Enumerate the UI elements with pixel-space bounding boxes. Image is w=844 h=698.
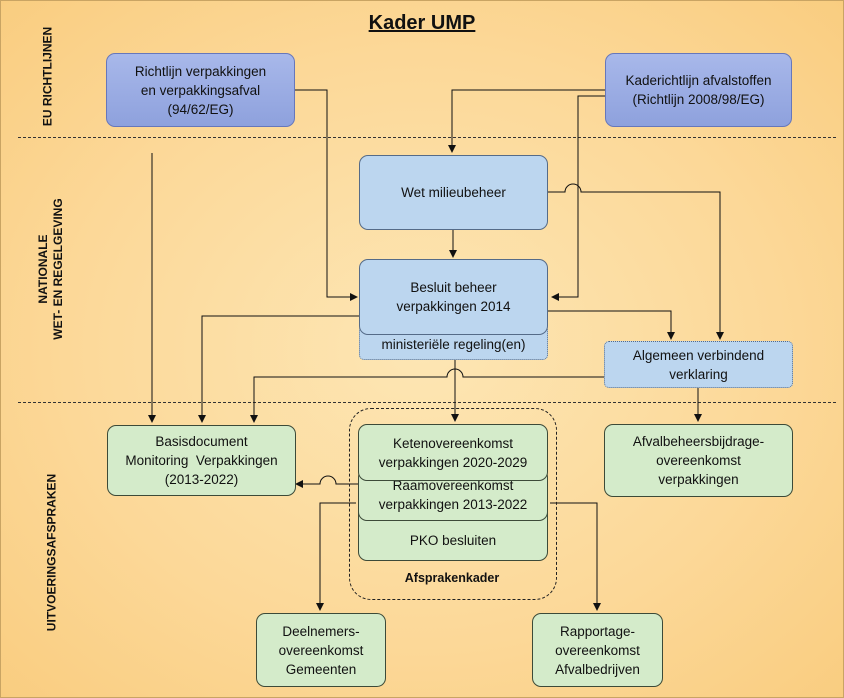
node-text-line: en verpakkingsafval bbox=[140, 82, 261, 98]
arrow-kader-to-rapportage bbox=[550, 502, 601, 611]
node-text-line: verklaring bbox=[669, 366, 728, 382]
node-text-line: Basisdocument bbox=[155, 434, 248, 449]
node-text-line: overeenkomst bbox=[656, 453, 741, 468]
arrow-besluit-to-avv bbox=[548, 310, 675, 340]
node-text-line: Kaderichtlijn afvalstoffen bbox=[625, 73, 772, 88]
node-text-line: Rapportage- bbox=[559, 623, 636, 639]
node-text-line: Afvalbedrijven bbox=[555, 661, 640, 677]
node-text-line: Deelnemers- bbox=[282, 623, 360, 639]
arrow-richtlijn-to-besluit bbox=[295, 89, 358, 301]
node-text-line: PKO besluiten bbox=[409, 533, 497, 548]
node-text-line: Gemeenten bbox=[285, 661, 357, 677]
arrow-wet-to-avv bbox=[548, 183, 724, 340]
node-text-line: Algemeen verbindend bbox=[632, 347, 765, 363]
node-text-line: Monitoring Verpakkingen bbox=[125, 453, 278, 468]
node-deelnemers-overeenkomst: Deelnemers- overeenkomst Gemeenten bbox=[256, 613, 386, 687]
node-text-line: Wet milieubeheer bbox=[401, 185, 506, 200]
node-text-line: verpakkingen bbox=[658, 472, 739, 487]
node-basisdocument-monitoring: Basisdocument Monitoring Verpakkingen (2… bbox=[107, 425, 296, 496]
arrow-kaderrichtlijn-to-wet bbox=[448, 89, 605, 153]
node-text-line: (2013-2022) bbox=[164, 472, 239, 487]
node-text-line: ministeriële regeling(en) bbox=[381, 337, 526, 352]
node-text-line: Afvalbeheersbijdrage- bbox=[632, 434, 765, 449]
arrow-kader-to-deelnemers bbox=[316, 502, 356, 611]
node-text-line: (Richtlijn 2008/98/EG) bbox=[632, 92, 765, 107]
node-text-line: Raamovereenkomst bbox=[392, 477, 514, 493]
node-text-line: verpakkingen 2014 bbox=[396, 299, 511, 314]
node-rapportage-overeenkomst: Rapportage- overeenkomst Afvalbedrijven bbox=[532, 613, 663, 687]
arrow-kaderrichtlijn-to-besluit bbox=[551, 95, 605, 301]
arrow-besluit-to-basisdocument bbox=[198, 315, 360, 423]
node-richtlijn-verpakkingen: Richtlijn verpakkingen en verpakkingsafv… bbox=[106, 53, 295, 127]
node-text-line: Besluit beheer bbox=[410, 280, 497, 295]
node-text-line: verpakkingen 2020-2029 bbox=[378, 454, 528, 470]
node-text-line: verpakkingen 2013-2022 bbox=[378, 496, 528, 512]
node-afvalbeheersbijdrage-overeenkomst: Afvalbeheersbijdrage- overeenkomst verpa… bbox=[604, 424, 793, 497]
node-text-line: overeenkomst bbox=[278, 642, 364, 658]
node-kaderrichtlijn-afvalstoffen: Kaderichtlijn afvalstoffen (Richtlijn 20… bbox=[605, 53, 792, 127]
node-text-line: Richtlijn verpakkingen bbox=[134, 63, 267, 79]
node-raamovereenkomst: Raamovereenkomst verpakkingen 2013-2022 bbox=[358, 468, 548, 521]
arrow-kader-to-basisdocument bbox=[295, 475, 358, 488]
node-text-line: (94/62/EG) bbox=[167, 101, 234, 117]
node-ketenovereenkomst: Ketenovereenkomst verpakkingen 2020-2029 bbox=[358, 424, 548, 481]
diagram-title: Kader UMP bbox=[368, 12, 476, 34]
afsprakenkader-label: Afsprakenkader bbox=[404, 571, 500, 585]
node-besluit-beheer-verpakkingen: Besluit beheer verpakkingen 2014 bbox=[359, 259, 548, 335]
band-separator-1 bbox=[18, 137, 836, 138]
afsprakenkader-group bbox=[349, 408, 557, 600]
node-algemeen-verbindend-verklaring: Algemeen verbindend verklaring bbox=[604, 341, 793, 388]
node-wet-milieubeheer: Wet milieubeheer bbox=[359, 155, 548, 230]
node-text-line: overeenkomst bbox=[555, 642, 640, 658]
node-text-line: Ketenovereenkomst bbox=[392, 435, 514, 451]
arrow-avv-to-basisdocument bbox=[250, 368, 604, 423]
band-separator-2 bbox=[18, 402, 836, 403]
